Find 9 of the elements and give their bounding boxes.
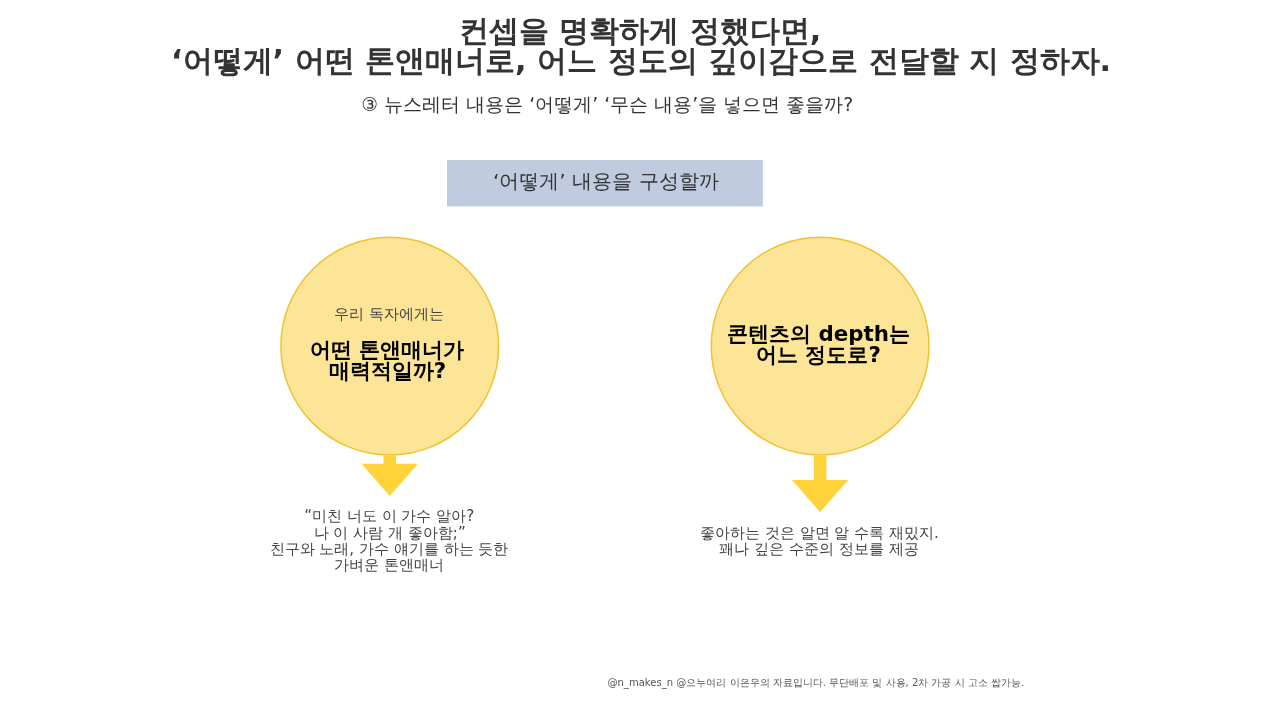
node-circle: 콘텐츠의 depth는 어느 정도로? bbox=[710, 236, 930, 456]
node-box: ‘어떻게’ 내용을 구성할까 bbox=[446, 159, 763, 207]
arrow bbox=[791, 455, 848, 513]
node-text: “미친 너도 이 가수 알아? 나 이 사람 개 좋아함;” 친구와 노래, 가수 얘기를 하는 듯한 가벼운 톤앤매너 bbox=[269, 507, 508, 575]
label: @n_makes_n @으누여리 이은우의 자료입니다. 무단배포 및 사용, 2차 가공 시 고소 쌉가능. bbox=[606, 677, 1024, 689]
diagram-title: 컨셉을 명확하게 정했다면, ‘어떻게’ 어떤 톤앤매너로, 어느 정도의 깊이감으로 전달할 지 정하자. bbox=[170, 13, 1111, 79]
node-circle: 우리 독자에게는 어떤 톤앤매너가 매력적일까? bbox=[279, 236, 499, 456]
node-text: 좋아하는 것은 알면 알 수록 재밌지. 꽤나 깊은 수준의 정보를 제공 bbox=[699, 523, 939, 558]
label: ③ 뉴스레터 내용은 ‘어떻게’ ‘무슨 내용’을 넣으면 좋을까? bbox=[360, 92, 853, 115]
